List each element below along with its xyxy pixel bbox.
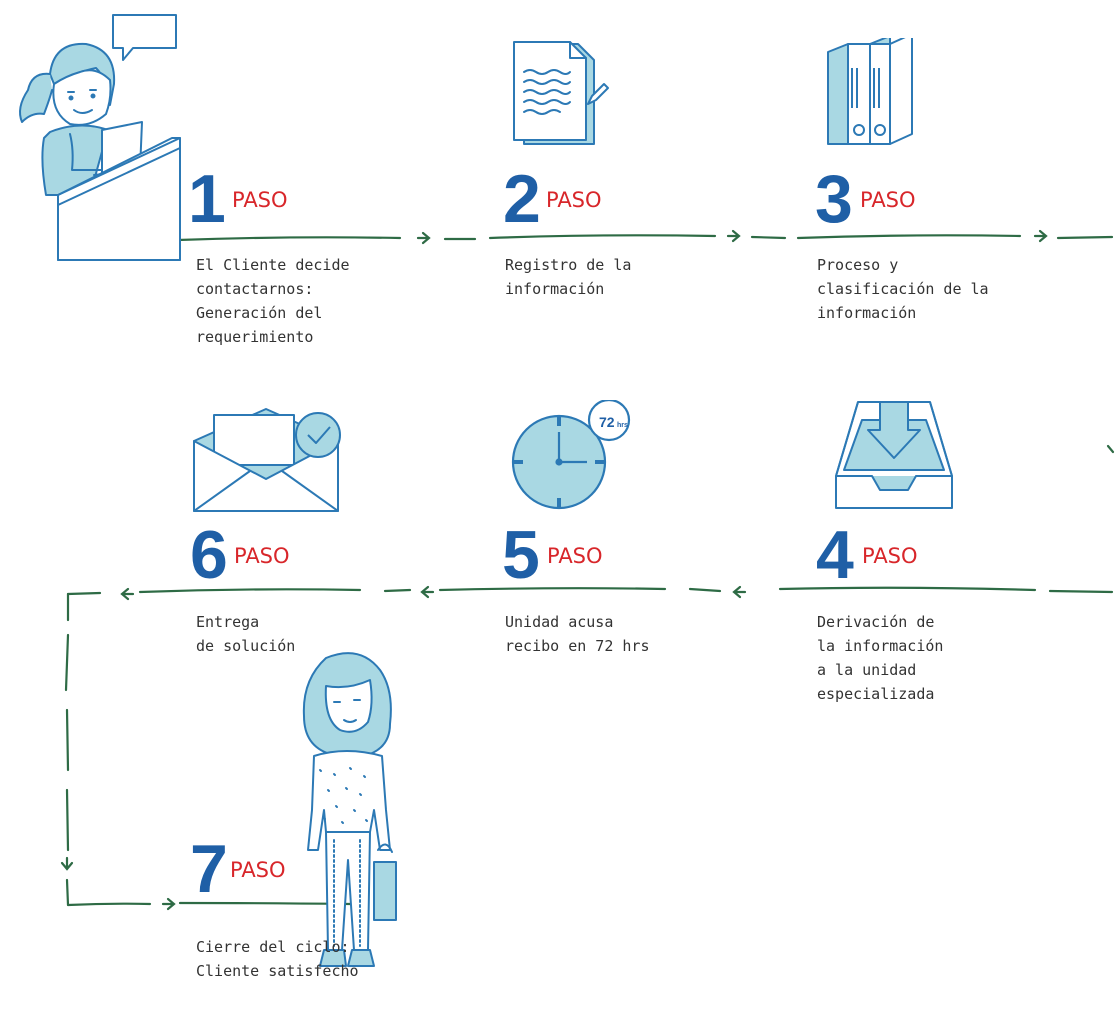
step-number: 1 — [188, 161, 226, 237]
flow-arrow — [732, 585, 747, 599]
document-pencil-icon — [513, 41, 609, 145]
step-number: 6 — [190, 517, 228, 593]
flow-segment — [488, 234, 717, 240]
inbox-tray-icon — [835, 401, 953, 509]
flow-arrow — [420, 585, 435, 599]
step-number: 4 — [816, 517, 854, 593]
binders-icon — [827, 38, 913, 145]
flow-segment — [796, 234, 1022, 240]
flow-segment — [66, 902, 152, 907]
step-word: PASO — [232, 188, 288, 212]
step-number: 2 — [503, 161, 541, 237]
step-number: 3 — [815, 161, 853, 237]
flow-segment — [65, 788, 70, 852]
envelope-check-icon — [193, 408, 341, 512]
flow-segment — [65, 878, 70, 907]
flow-segment — [1056, 235, 1114, 240]
flow-arrow — [1106, 444, 1115, 454]
clock-icon: 72 hrs — [511, 400, 631, 510]
step-description: Unidad acusa recibo en 72 hrs — [505, 613, 650, 655]
flow-arrow — [120, 587, 135, 601]
flow-segment — [438, 587, 667, 592]
step-word: PASO — [860, 188, 916, 212]
flow-arrow — [726, 229, 741, 243]
flow-segment — [1048, 589, 1114, 594]
flow-arrow — [1033, 229, 1048, 243]
step-description: Registro de la información — [505, 256, 632, 298]
clock-badge-unit: hrs — [617, 422, 628, 429]
flow-segment — [64, 633, 70, 692]
flow-arrow — [416, 231, 431, 245]
step-description: Entrega de solución — [196, 613, 296, 655]
flow-segment — [750, 235, 787, 240]
flow-segment — [176, 236, 402, 242]
flow-arrow — [161, 897, 176, 911]
step-description: Proceso y clasificación de la informació… — [817, 256, 989, 322]
step-word: PASO — [547, 544, 603, 568]
step-description: El Cliente decide contactarnos: Generaci… — [196, 256, 350, 346]
step-word: PASO — [234, 544, 290, 568]
clock-badge-value: 72 — [599, 414, 615, 430]
flow-segment — [138, 588, 362, 594]
person-at-laptop-icon — [19, 14, 181, 261]
flow-arrow — [60, 856, 74, 871]
step-word: PASO — [546, 188, 602, 212]
flow-segment — [65, 708, 70, 772]
flow-segment — [66, 591, 102, 596]
flow-segment — [383, 588, 412, 593]
step-number: 7 — [190, 831, 228, 907]
step-word: PASO — [230, 858, 286, 882]
flow-segment — [688, 587, 722, 593]
step-word: PASO — [862, 544, 918, 568]
step-description: Cierre del ciclo: Cliente satisfecho — [196, 938, 359, 980]
step-description: Derivación de la información a la unidad… — [817, 613, 944, 703]
satisfied-customer-icon — [302, 652, 397, 967]
flow-segment — [778, 586, 1037, 592]
step-number: 5 — [502, 517, 540, 593]
